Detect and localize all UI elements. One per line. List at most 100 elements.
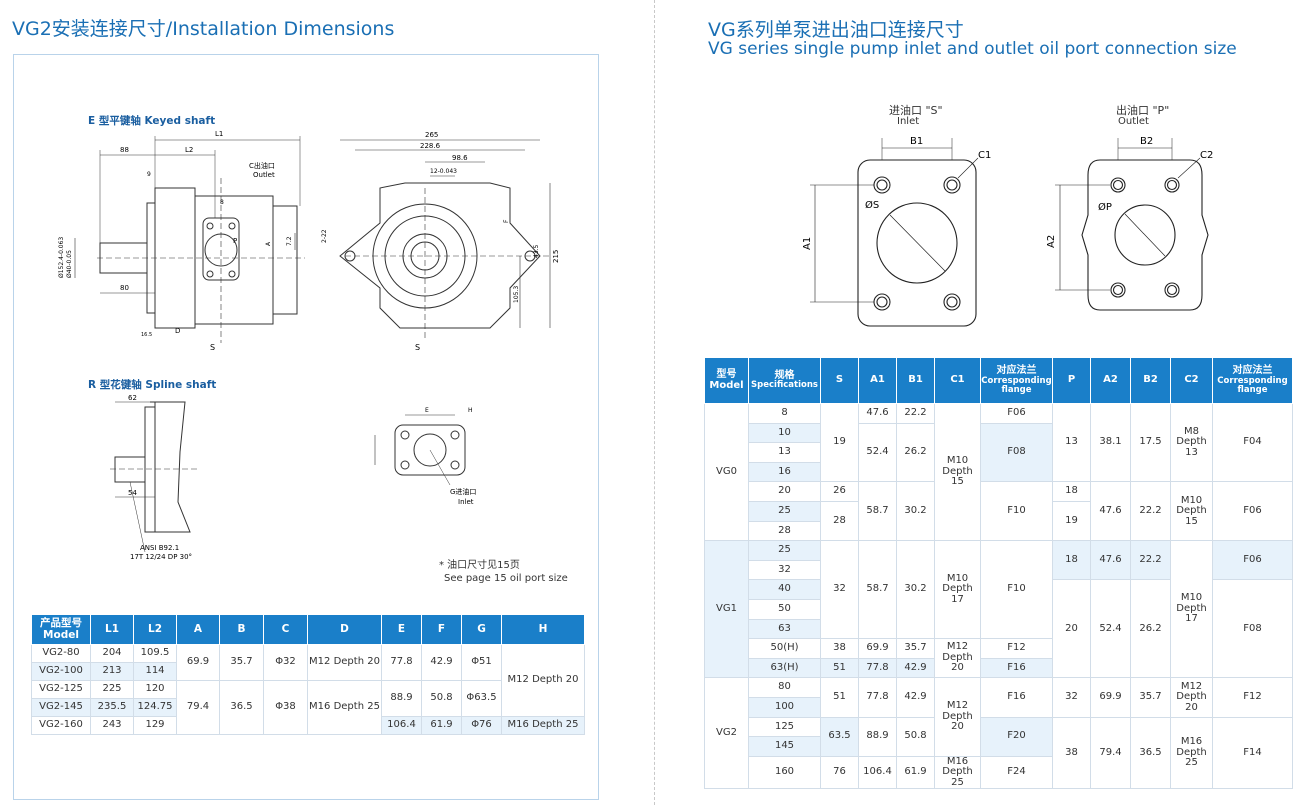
dim-f: F — [503, 219, 510, 223]
table-row: 28 — [705, 520, 1293, 542]
table-cell: F08 — [980, 422, 1053, 483]
table-cell: 16 — [748, 461, 821, 483]
header-h: H — [501, 614, 585, 645]
table-cell: 35.7 — [219, 644, 264, 681]
dim-12: 12-0.043 — [430, 168, 457, 175]
table-cell: 26 — [820, 481, 859, 502]
header-c2: C2 — [1170, 357, 1213, 404]
table-row: 16 — [705, 461, 1293, 483]
table-cell: 20 — [1052, 579, 1091, 679]
table-cell: 160 — [748, 755, 821, 790]
table-cell: M12 Depth 20 — [934, 677, 981, 757]
table-cell: M12 Depth 20 — [1170, 677, 1213, 718]
dim-2-22: 2-22 — [321, 229, 328, 243]
left-page-title: VG2安装连接尺寸/Installation Dimensions — [12, 18, 395, 40]
keyed-shaft-side-drawing: L1 L2 88 9 8 80 16.5 Ø152.4-0.063 Ø40-0.… — [58, 130, 305, 352]
dim-7-2: 7.2 — [286, 236, 293, 246]
table-cell: 76 — [820, 755, 859, 790]
left-content-frame — [13, 54, 599, 800]
table-cell: M12 Depth 20 — [501, 644, 585, 717]
dim-a: A — [265, 241, 272, 246]
table-row: 50 — [705, 598, 1293, 620]
header-b1: B1 — [896, 357, 935, 404]
dim-9: 9 — [147, 171, 151, 178]
table-cell: 47.6 — [1090, 481, 1131, 542]
table-cell: Φ38 — [263, 680, 308, 735]
label-s-front: S — [415, 343, 420, 352]
table-cell: F08 — [1212, 579, 1293, 679]
right-page-title-en: VG series single pump inlet and outlet o… — [708, 39, 1237, 59]
table-cell: VG2 — [704, 677, 749, 790]
table-cell: 124.75 — [133, 698, 177, 717]
inlet-port-drawing: E H G进油口 Inlet — [374, 407, 476, 506]
table-cell: VG1 — [704, 540, 749, 679]
table-cell: 204 — [90, 644, 134, 663]
table-cell: F20 — [980, 716, 1053, 757]
table-cell: 47.6 — [858, 403, 897, 424]
table-cell: F06 — [1212, 540, 1293, 581]
dim-62: 62 — [128, 394, 137, 402]
table-cell: M12 Depth 20 — [307, 644, 382, 681]
table-cell: M10 Depth 15 — [934, 402, 981, 542]
header-a1: A1 — [858, 357, 897, 404]
dim-dia152: Ø152.4-0.063 — [58, 237, 65, 278]
dim-80: 80 — [120, 284, 129, 292]
header-c1: C1 — [934, 357, 981, 404]
table-cell: M8 Depth 13 — [1170, 402, 1213, 483]
table-cell: F16 — [980, 657, 1053, 679]
inlet-label-en: Inlet — [897, 116, 920, 127]
table-cell: 125 — [748, 716, 821, 738]
table-cell: 69.9 — [1090, 677, 1131, 718]
table-cell: 77.8 — [858, 657, 897, 679]
table-cell: M16 Depth 25 — [934, 755, 981, 790]
table-cell: 109.5 — [133, 644, 177, 663]
table-cell: 20 — [748, 481, 821, 502]
header-p: P — [1052, 357, 1091, 404]
dim-98-6: 98.6 — [452, 154, 468, 162]
table-cell: 25 — [748, 540, 821, 561]
table-cell: Φ76 — [461, 716, 502, 735]
table-cell: 114 — [133, 662, 177, 681]
outlet-flange-drawing: B2 C2 ØP A2 — [1046, 136, 1213, 311]
header-c: C — [263, 614, 308, 645]
table-cell: F12 — [980, 638, 1053, 659]
table-cell: 35.7 — [896, 638, 935, 659]
outlet-label-en: Outlet — [1118, 116, 1149, 127]
table-cell: 30.2 — [896, 481, 935, 542]
table-row: 25 28 19 — [705, 500, 1293, 542]
right-page-title-cn: VG系列单泵进出油口连接尺寸 — [708, 19, 964, 41]
table-cell: 120 — [133, 680, 177, 699]
spline-shaft-title: R 型花键轴 Spline shaft — [88, 379, 217, 391]
table-cell: 22.2 — [896, 403, 935, 424]
label-p: P — [233, 237, 237, 245]
label-g-inlet-en: Inlet — [458, 498, 474, 506]
spline-shaft-drawing: 62 54 ANSI B92.1 17T 12/24 DP 30° — [110, 394, 200, 561]
table-cell: 69.9 — [176, 644, 220, 681]
table-cell: M16 Depth 25 — [501, 716, 585, 735]
table-cell: 42.9 — [421, 644, 462, 681]
dim-54: 54 — [128, 489, 137, 497]
table-cell: 61.9 — [896, 755, 935, 790]
inlet-flange-drawing: B1 C1 ØS A1 — [802, 136, 991, 327]
table-cell: M12 Depth 20 — [934, 638, 981, 679]
table-cell: 79.4 — [176, 680, 220, 735]
table-cell: 79.4 — [1090, 716, 1131, 790]
table-cell: 77.8 — [381, 644, 422, 681]
table-cell: 19 — [820, 402, 859, 483]
dim-l1: L1 — [215, 130, 223, 138]
header-b: B — [219, 614, 264, 645]
table-cell: 47.6 — [1090, 540, 1131, 581]
dim-215: 215 — [552, 250, 560, 263]
table-cell: 50.8 — [421, 680, 462, 717]
dim-c2: C2 — [1200, 150, 1213, 161]
dim-b1: B1 — [910, 136, 923, 147]
table-cell: F24 — [980, 755, 1053, 790]
table-cell: 77.8 — [858, 677, 897, 718]
